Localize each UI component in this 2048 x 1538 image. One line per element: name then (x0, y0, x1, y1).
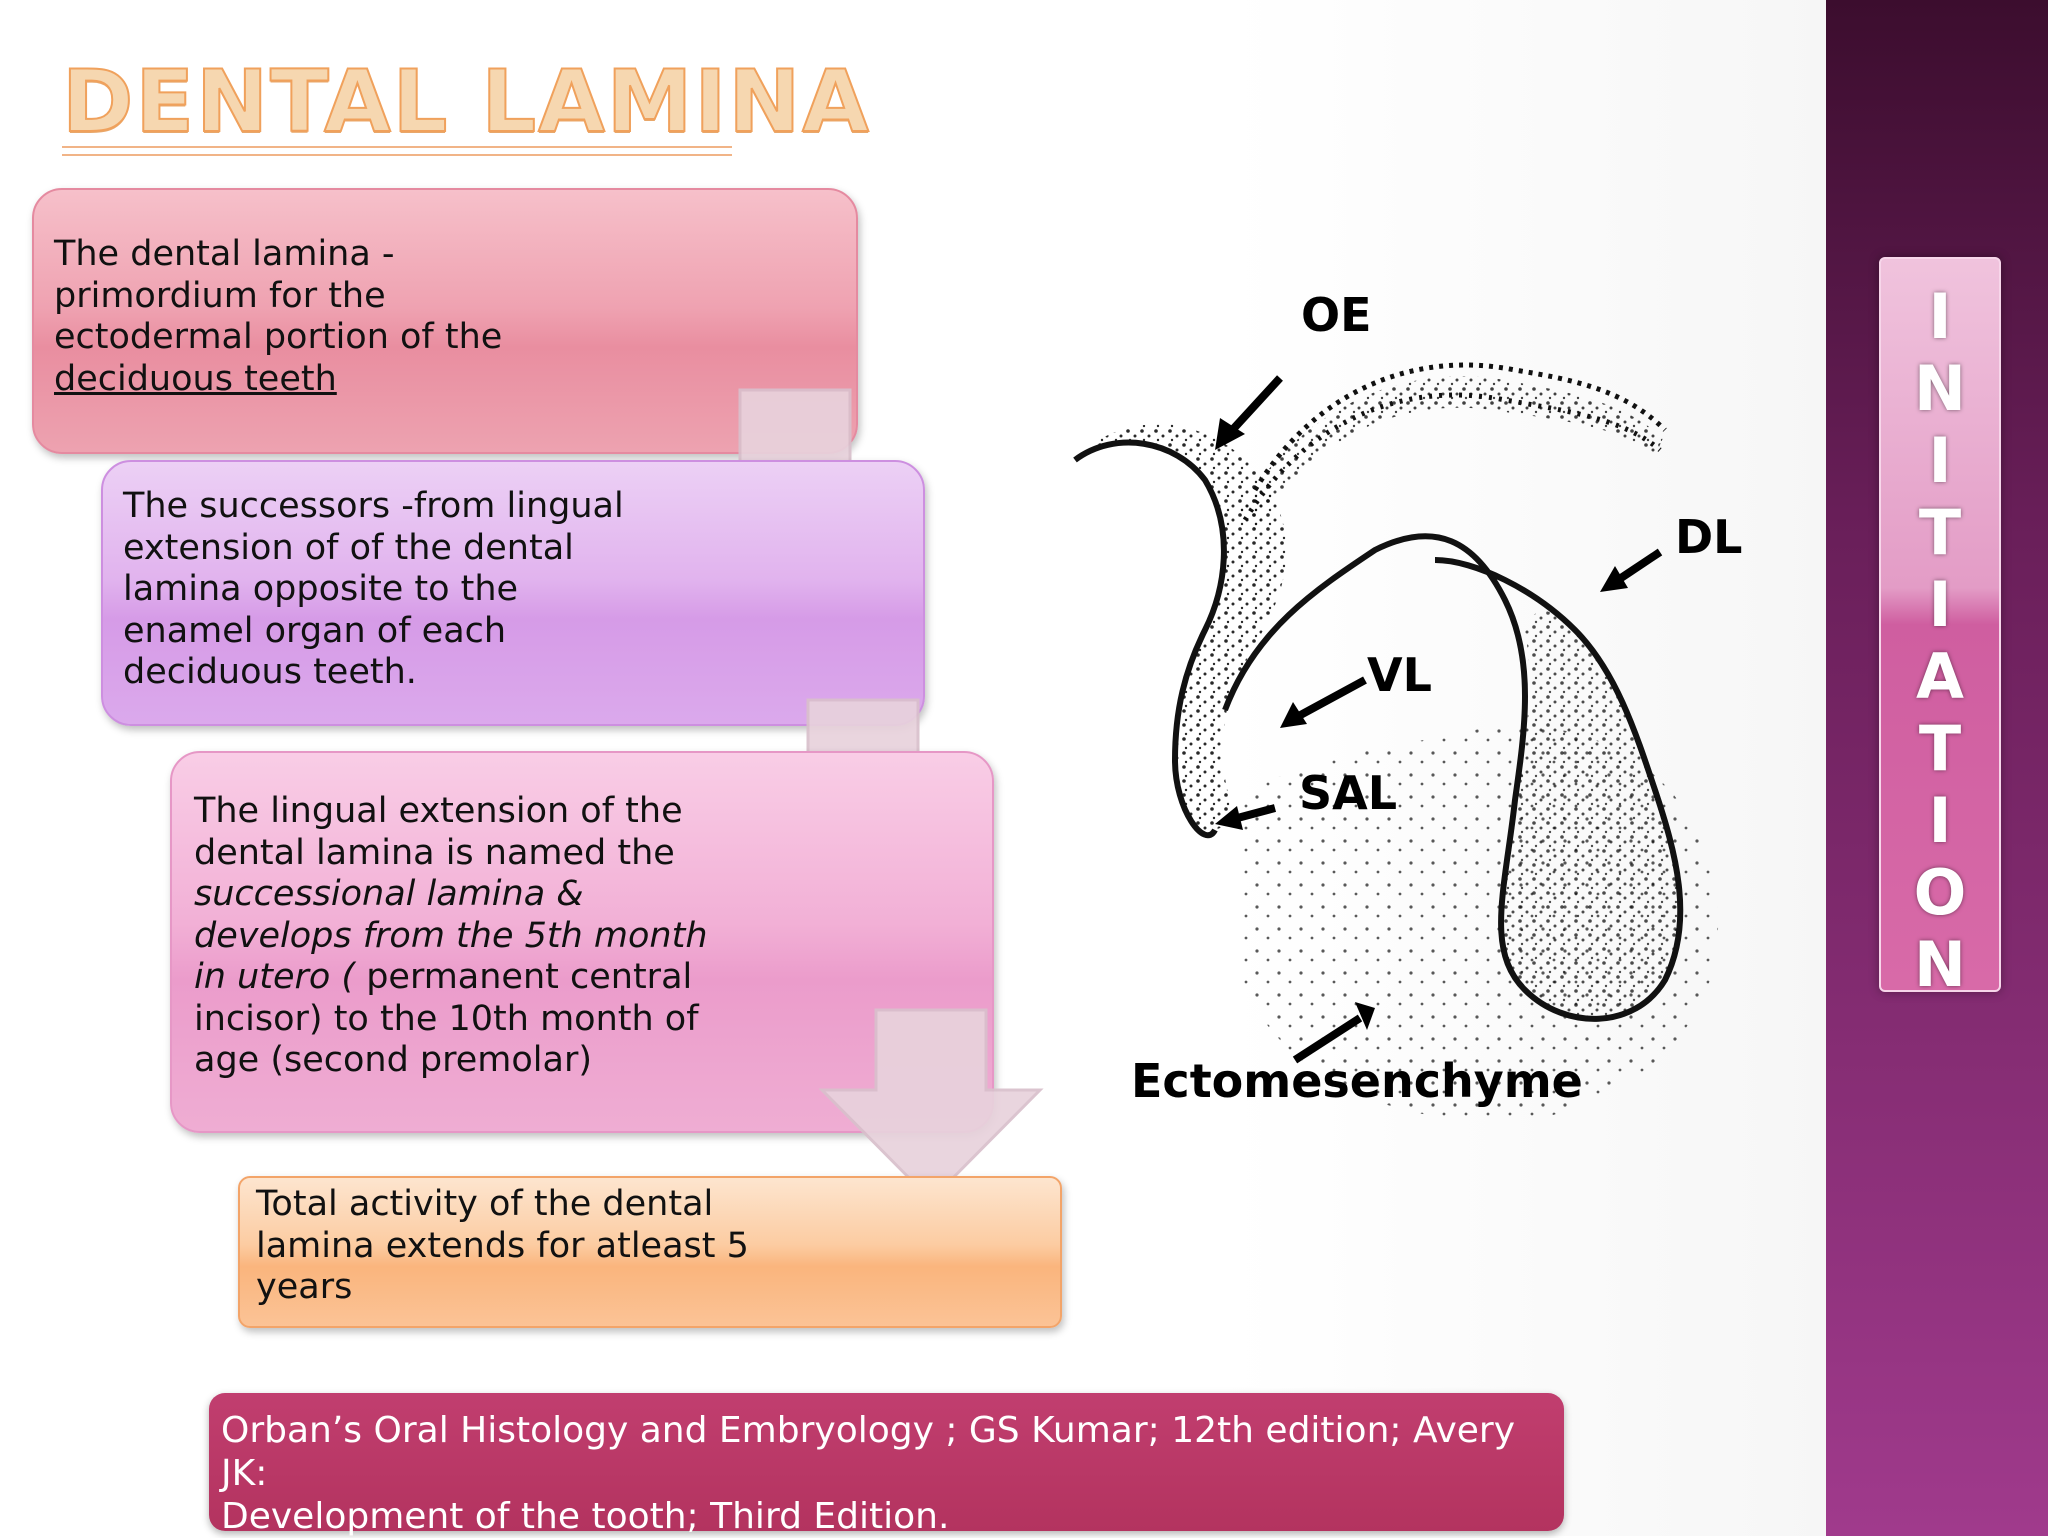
side-title-letter: N (1914, 352, 1966, 425)
side-title: I N I T I A T I O N (1881, 281, 1999, 1001)
dental-lamina-illustration: OE DL VL SAL Ectomesenchyme (1055, 288, 1755, 1130)
down-arrow-3 (818, 1008, 1044, 1203)
flow-box-1-line: primordium for the (54, 275, 386, 316)
slide-title: DENTAL LAMINA (61, 51, 871, 153)
side-title-letter: I (1928, 784, 1952, 857)
label-vl: VL (1367, 648, 1432, 702)
flow-box-4-text: Total activity of the dental lamina exte… (256, 1184, 749, 1307)
side-title-letter: O (1913, 856, 1967, 929)
flow-box-3-line: age (second premolar) (194, 1040, 593, 1080)
side-title-letter: T (1918, 496, 1962, 569)
label-oe: OE (1301, 288, 1372, 342)
side-title-letter: A (1916, 640, 1964, 713)
flow-box-3-line: dental lamina is named the (194, 832, 675, 873)
side-title-box: I N I T I A T I O N (1879, 257, 2001, 1001)
label-sal: SAL (1299, 766, 1398, 820)
flow-box-3-italic: develops from the 5th month (194, 915, 708, 956)
reference-text: Orban’s Oral Histology and Embryology ; … (221, 1410, 1516, 1537)
flow-box-3-line: incisor) to the 10th month of (194, 998, 699, 1039)
flow-box-3-line: permanent central (355, 957, 693, 997)
side-title-letter: I (1928, 424, 1952, 497)
flow-box-1-underlined: deciduous teeth (54, 358, 337, 399)
label-dl: DL (1675, 510, 1743, 564)
label-ectomesenchyme: Ectomesenchyme (1131, 1054, 1583, 1108)
illustration-drawing (1073, 362, 1719, 1122)
side-title-letter: I (1928, 568, 1952, 641)
flow-box-1-line: The dental lamina - (54, 234, 395, 274)
reference-box: Orban’s Oral Histology and Embryology ; … (209, 1393, 1564, 1537)
flow-box-2: The successors -from lingual extension o… (101, 460, 925, 726)
flow-box-1-line: ectodermal portion of the (54, 317, 503, 357)
flow-box-3-line: The lingual extension of the (194, 791, 683, 831)
flow-box-3-italic: in utero ( (194, 957, 356, 997)
title-underline (62, 146, 732, 156)
side-title-letter: T (1918, 712, 1962, 785)
flow-box-4: Total activity of the dental lamina exte… (238, 1176, 1062, 1328)
side-title-letter: I (1928, 280, 1952, 353)
side-title-letter: N (1914, 928, 1966, 1001)
flow-box-2-text: The successors -from lingual extension o… (123, 486, 624, 692)
flow-box-3-italic: successional lamina & (194, 874, 584, 914)
